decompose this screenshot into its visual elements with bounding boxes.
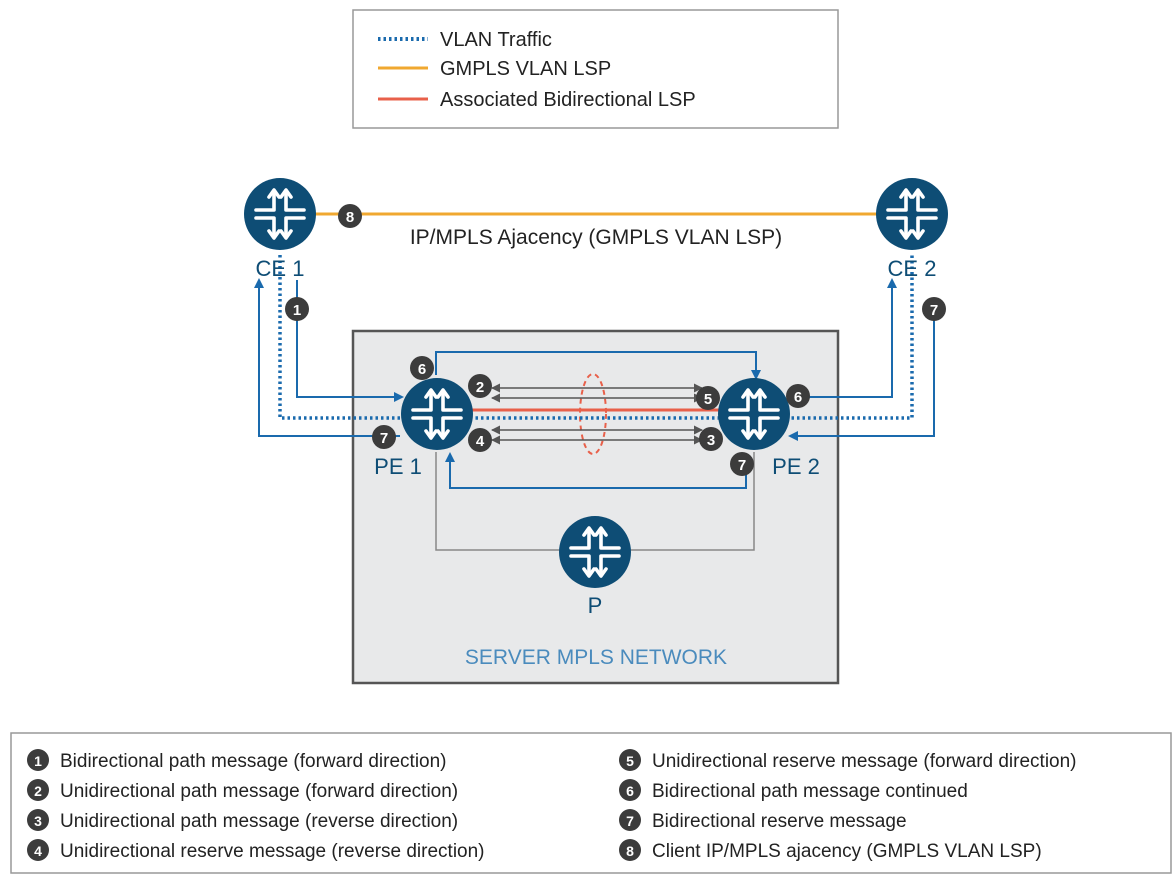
key-item-1: 1 Bidirectional path message (forward dir… (27, 749, 447, 772)
svg-text:7: 7 (738, 457, 746, 474)
step-badge-5: 5 (696, 386, 720, 410)
key-item-5-text: Unidirectional reserve message (forward … (652, 751, 1077, 772)
key-item-6-text: Bidirectional path message continued (652, 781, 968, 802)
legend-vlan-traffic-label: VLAN Traffic (440, 29, 552, 51)
svg-text:8: 8 (346, 209, 354, 226)
step-badge-4: 4 (468, 428, 492, 452)
router-pe2-label: PE 2 (772, 454, 820, 479)
pe1-p-link (435, 452, 560, 551)
svg-text:2: 2 (476, 379, 484, 396)
step-badge-8: 8 (338, 204, 362, 228)
key-item-7: 7 Bidirectional reserve message (619, 809, 907, 832)
svg-text:6: 6 (626, 783, 634, 799)
msg-7-reserve-to-ce1 (254, 278, 400, 437)
key-item-8: 8 Client IP/MPLS ajacency (GMPLS VLAN LSP… (619, 839, 1042, 862)
step-badge-7-pe1: 7 (372, 425, 396, 449)
router-ce2-icon (874, 176, 950, 252)
router-p-icon (557, 514, 633, 590)
network-label: SERVER MPLS NETWORK (465, 646, 727, 669)
msg-7-reserve-under (445, 452, 747, 489)
line-legend: VLAN Traffic GMPLS VLAN LSP Associated B… (352, 9, 839, 129)
svg-text:7: 7 (626, 813, 634, 829)
router-pe2-icon (716, 376, 792, 452)
svg-text:4: 4 (476, 433, 485, 450)
step-badge-6-pe1: 6 (410, 356, 434, 380)
legend-gmpls-lsp-label: GMPLS VLAN LSP (440, 58, 611, 80)
router-ce1-icon (242, 176, 318, 252)
key-item-4-text: Unidirectional reserve message (reverse … (60, 841, 485, 862)
svg-text:1: 1 (34, 753, 42, 769)
svg-text:7: 7 (930, 302, 938, 319)
key-item-3-text: Unidirectional path message (reverse dir… (60, 811, 458, 832)
legend-bidirectional-lsp-label: Associated Bidirectional LSP (440, 89, 696, 111)
key-item-5: 5 Unidirectional reserve message (forward… (619, 749, 1077, 772)
svg-text:5: 5 (626, 753, 634, 769)
key-item-6: 6 Bidirectional path message continued (619, 779, 968, 802)
svg-text:8: 8 (626, 843, 634, 859)
step-badge-2: 2 (468, 374, 492, 398)
p-pe2-link (630, 452, 755, 551)
svg-text:7: 7 (380, 430, 388, 447)
router-ce1-label: CE 1 (256, 256, 305, 281)
key-item-2-text: Unidirectional path message (forward dir… (60, 781, 458, 802)
key-item-1-text: Bidirectional path message (forward dire… (60, 751, 447, 772)
router-pe1-icon (399, 376, 475, 452)
msg-7-reserve-to-pe2 (788, 320, 935, 441)
svg-text:3: 3 (34, 813, 42, 829)
step-badge-3: 3 (699, 427, 723, 451)
key-item-3: 3 Unidirectional path message (reverse di… (27, 809, 458, 832)
router-pe1-label: PE 1 (374, 454, 422, 479)
step-badge-1: 1 (285, 297, 309, 321)
step-badge-7-pe2: 7 (730, 452, 754, 476)
svg-text:2: 2 (34, 783, 42, 799)
key-item-4: 4 Unidirectional reserve message (reverse… (27, 839, 485, 862)
key-item-8-text: Client IP/MPLS ajacency (GMPLS VLAN LSP) (652, 841, 1042, 862)
step-key: 1 Bidirectional path message (forward dir… (10, 732, 1172, 874)
svg-text:6: 6 (794, 389, 802, 406)
svg-text:3: 3 (707, 432, 715, 449)
router-ce2-label: CE 2 (888, 256, 937, 281)
svg-text:1: 1 (293, 302, 301, 319)
svg-text:6: 6 (418, 361, 426, 378)
lsp-association-ring (579, 373, 607, 455)
msg-6-path-continued-to-ce2 (788, 278, 897, 398)
step-badge-7-ce2: 7 (922, 297, 946, 321)
svg-text:4: 4 (34, 843, 42, 859)
svg-text:5: 5 (704, 391, 712, 408)
key-item-7-text: Bidirectional reserve message (652, 811, 907, 832)
key-item-2: 2 Unidirectional path message (forward di… (27, 779, 458, 802)
adjacency-label: IP/MPLS Ajacency (GMPLS VLAN LSP) (410, 226, 782, 249)
msg-6-path-continued-over-top (435, 351, 761, 380)
step-badge-6-pe2: 6 (786, 384, 810, 408)
router-p-label: P (588, 593, 603, 618)
